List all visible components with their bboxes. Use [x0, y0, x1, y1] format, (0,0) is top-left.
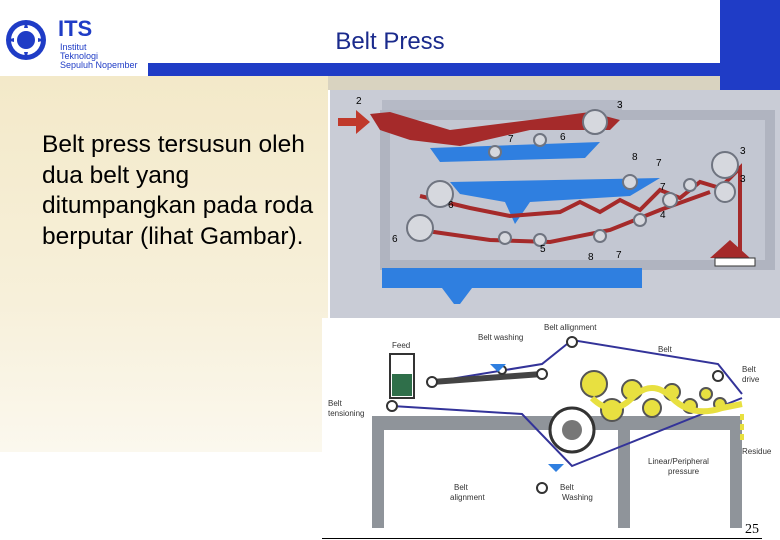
frame-leg-right — [730, 430, 742, 528]
svg-text:2: 2 — [356, 96, 362, 107]
svg-text:6: 6 — [448, 200, 454, 211]
svg-text:Belt allignment: Belt allignment — [544, 323, 597, 332]
svg-text:Belt: Belt — [658, 345, 673, 354]
svg-text:tensioning: tensioning — [328, 409, 364, 418]
svg-text:pressure: pressure — [668, 467, 700, 476]
svg-text:7: 7 — [660, 182, 666, 193]
svg-text:3: 3 — [740, 146, 746, 157]
svg-text:Feed: Feed — [392, 341, 410, 350]
svg-text:Belt washing: Belt washing — [478, 333, 523, 342]
svg-text:4: 4 — [660, 210, 666, 221]
svg-text:6: 6 — [560, 132, 566, 143]
svg-text:Belt: Belt — [742, 365, 757, 374]
svg-text:6: 6 — [392, 234, 398, 245]
body-text: Belt press tersusun oleh dua belt yang d… — [42, 130, 332, 252]
header-stripe — [148, 63, 780, 76]
conveyor — [715, 258, 755, 266]
svg-text:3: 3 — [617, 100, 623, 111]
footer-line — [322, 538, 762, 539]
svg-text:7: 7 — [656, 158, 662, 169]
slide-title: Belt Press — [300, 28, 480, 56]
svg-text:Washing: Washing — [562, 493, 593, 502]
svg-text:Belt: Belt — [454, 483, 469, 492]
belt-press-diagram-bottom: Belt washing Belt allignment Feed Belt B… — [322, 318, 780, 528]
svg-text:Belt: Belt — [560, 483, 575, 492]
belt-press-diagram-top: 2 3 3 3 7 6 7 8 7 6 4 6 5 8 7 — [330, 90, 780, 318]
svg-text:Linear/Peripheral: Linear/Peripheral — [648, 457, 709, 466]
svg-text:7: 7 — [616, 250, 622, 261]
svg-text:3: 3 — [740, 174, 746, 185]
svg-text:8: 8 — [632, 152, 638, 163]
residue-drops — [740, 414, 744, 440]
svg-text:8: 8 — [588, 252, 594, 263]
frame-leg-left — [372, 430, 384, 528]
svg-text:7: 7 — [508, 134, 514, 145]
header-corner-block — [720, 0, 780, 90]
svg-text:drive: drive — [742, 375, 760, 384]
collection-basin — [382, 268, 642, 288]
its-logo: ITS Institut Teknologi Sepuluh Nopember — [2, 6, 148, 74]
logo-abbr: ITS — [58, 16, 92, 41]
logo-line3: Sepuluh Nopember — [60, 60, 138, 70]
svg-text:5: 5 — [540, 244, 546, 255]
header: ITS Institut Teknologi Sepuluh Nopember … — [0, 0, 780, 80]
svg-text:Belt: Belt — [328, 399, 343, 408]
svg-text:alignment: alignment — [450, 493, 485, 502]
page-number: 25 — [745, 522, 759, 538]
svg-text:Residue: Residue — [742, 447, 772, 456]
